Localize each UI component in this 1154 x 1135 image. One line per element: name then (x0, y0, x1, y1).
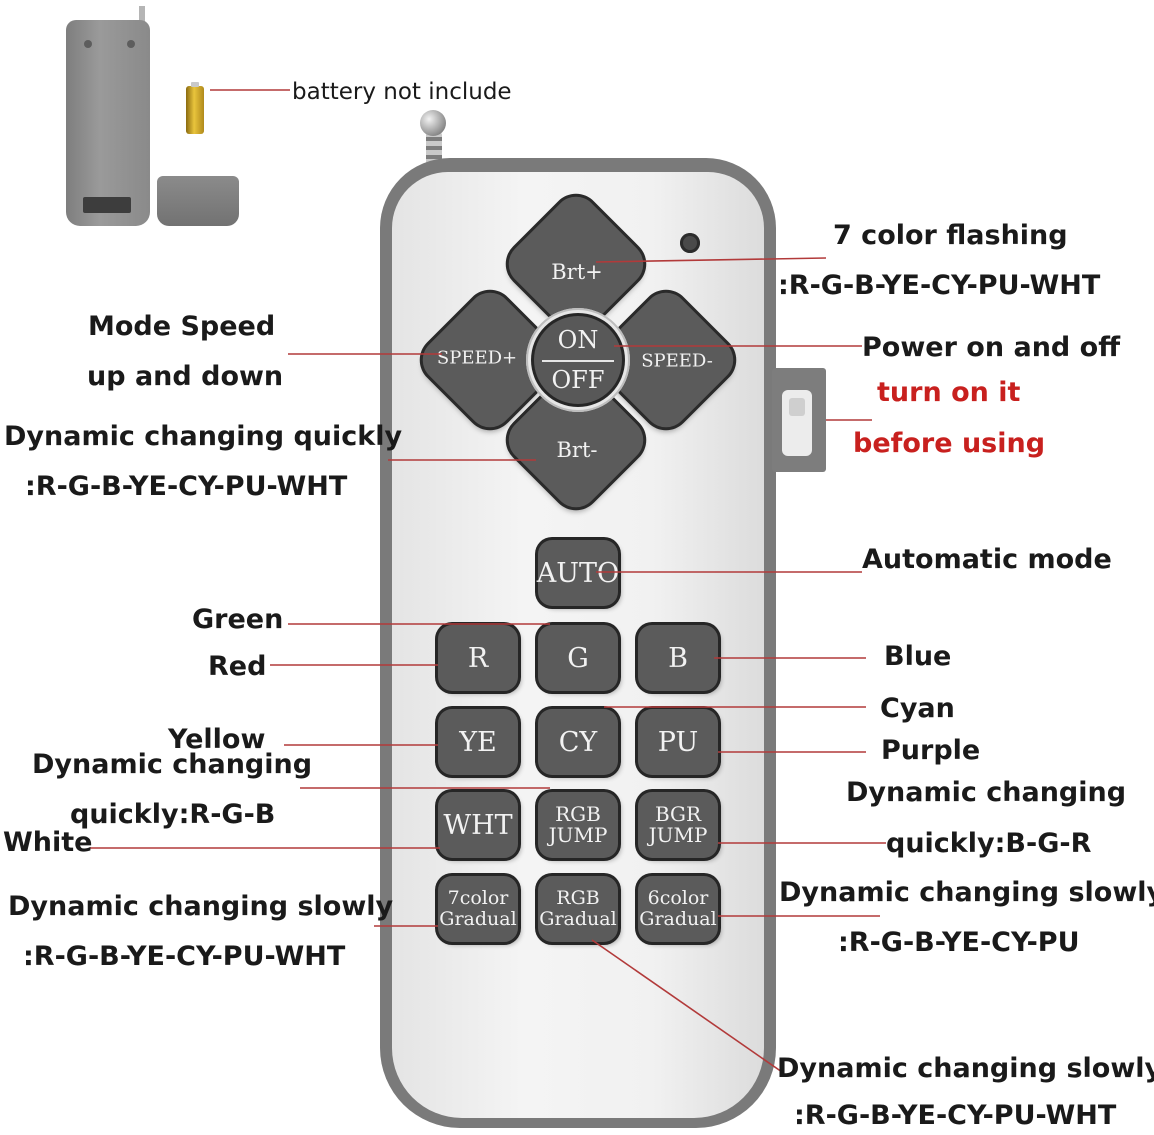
antenna-tip (420, 110, 446, 136)
label-cyan: Cyan (880, 693, 955, 724)
inset-antenna (139, 6, 145, 24)
label-flash-title: 7 color flashing (833, 220, 1068, 251)
rgb-gradual-button[interactable]: RGB Gradual (538, 876, 618, 942)
bgr-jump-button[interactable]: BGR JUMP (638, 792, 718, 858)
remote-back-case (66, 20, 150, 226)
label-dyn-rgb-colors: quickly:R-G-B (70, 799, 276, 830)
label-turn-on: turn on it (877, 377, 1021, 408)
label-dyn-bgr-colors: quickly:B-G-R (886, 828, 1092, 859)
green-button[interactable]: G (538, 625, 618, 691)
label-flash-colors: :R-G-B-YE-CY-PU-WHT (778, 270, 1101, 301)
power-switch-knob (789, 398, 805, 416)
brt-plus-label: Brt+ (551, 260, 603, 284)
label-mode-speed: Mode Speed (88, 311, 276, 342)
on-label: ON (557, 326, 599, 354)
label-white: White (3, 827, 93, 858)
label-slow6-colors: :R-G-B-YE-CY-PU (838, 927, 1080, 958)
r-label: R (467, 642, 489, 674)
label-automatic: Automatic mode (862, 544, 1112, 575)
label-dyn-rgb: Dynamic changing (32, 749, 313, 780)
label-up-down: up and down (87, 361, 284, 392)
color7-line2: Gradual (439, 908, 517, 930)
color6-gradual-button[interactable]: 6color Gradual (638, 876, 718, 942)
white-button[interactable]: WHT (438, 792, 518, 858)
purple-button[interactable]: PU (638, 709, 718, 775)
b-label: B (668, 642, 688, 674)
label-dyn-quick-colors: :R-G-B-YE-CY-PU-WHT (25, 471, 348, 502)
bgr-jump-line2: JUMP (648, 823, 708, 847)
label-slow7: Dynamic changing slowly (8, 891, 394, 922)
yellow-button[interactable]: YE (438, 709, 518, 775)
auto-label: AUTO (536, 557, 620, 589)
leader-line-slowrgb (591, 939, 783, 1073)
rgb-jump-line1: RGB (555, 802, 601, 826)
label-green: Green (192, 604, 284, 635)
screw-icon (84, 40, 92, 48)
label-dyn-bgr: Dynamic changing (846, 777, 1127, 808)
color7-gradual-button[interactable]: 7color Gradual (438, 876, 518, 942)
label-before-using: before using (853, 428, 1046, 459)
leader-line-flash (595, 257, 827, 263)
pu-label: PU (657, 726, 699, 758)
speed-plus-label: SPEED+ (436, 347, 518, 369)
label-yellow: Yellow (168, 724, 266, 755)
cyan-button[interactable]: CY (538, 709, 618, 775)
g-label: G (567, 642, 589, 674)
red-button[interactable]: R (438, 625, 518, 691)
label-purple: Purple (881, 735, 981, 766)
label-slow6: Dynamic changing slowly (779, 877, 1154, 908)
battery-slot (83, 197, 131, 213)
ye-label: YE (459, 726, 497, 758)
blue-button[interactable]: B (638, 625, 718, 691)
cy-label: CY (558, 726, 598, 758)
label-red: Red (208, 651, 267, 682)
battery-note: battery not include (292, 79, 512, 105)
power-button[interactable]: ON OFF (534, 316, 622, 404)
label-blue: Blue (884, 641, 952, 672)
rgb-grad-line2: Gradual (539, 908, 617, 930)
rgb-jump-button[interactable]: RGB JUMP (538, 792, 618, 858)
color6-line1: 6color (647, 887, 709, 909)
label-slowrgb: Dynamic changing slowly (777, 1053, 1154, 1084)
off-label: OFF (551, 366, 605, 394)
screw-icon (127, 40, 135, 48)
brt-minus-label: Brt- (556, 438, 598, 462)
label-dyn-quick: Dynamic changing quickly (4, 421, 403, 452)
speed-minus-label: SPEED- (641, 350, 713, 372)
indicator-led (680, 233, 700, 253)
color6-line2: Gradual (639, 908, 717, 930)
label-slowrgb-colors: :R-G-B-YE-CY-PU-WHT (794, 1100, 1117, 1131)
label-power: Power on and off (862, 332, 1121, 363)
label-slow7-colors: :R-G-B-YE-CY-PU-WHT (23, 941, 346, 972)
rgb-grad-line1: RGB (556, 887, 600, 909)
battery-icon (186, 82, 204, 134)
rgb-jump-line2: JUMP (548, 823, 608, 847)
battery-cover (157, 176, 239, 226)
power-divider (542, 360, 614, 362)
wht-label: WHT (443, 809, 513, 841)
color7-line1: 7color (447, 887, 509, 909)
auto-button[interactable]: AUTO (536, 540, 620, 606)
bgr-jump-line1: BGR (654, 802, 702, 826)
